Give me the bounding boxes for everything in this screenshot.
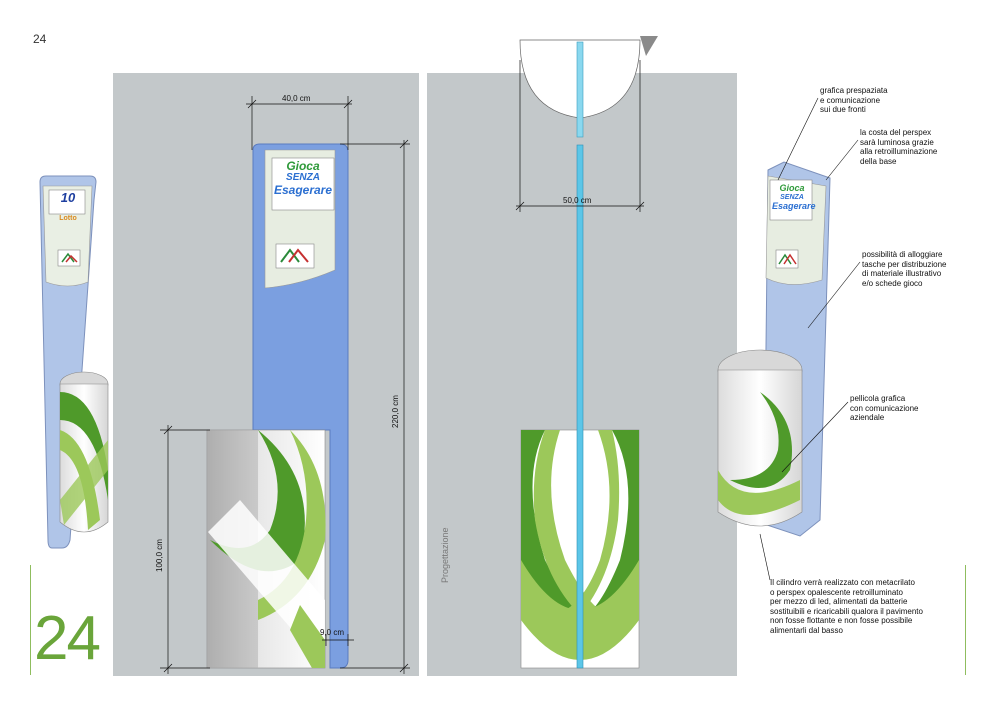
gioca-logo-right-line1: Gioca (779, 183, 805, 193)
gioca-senza-esagerare-logo-right: Gioca SENZA Esagerare (772, 183, 816, 211)
dim-width-top: 40,0 cm (282, 94, 311, 103)
annotation-costa: la costa del perspex sarà luminosa grazi… (860, 128, 937, 166)
annotation-costa-line: alla retroilluminazione (860, 147, 938, 156)
annotation-tasche-line: di materiale illustrativo (862, 269, 942, 278)
annotation-cilindro: Il cilindro verrà realizzato con metacri… (770, 578, 923, 635)
dim-thickness: 9,0 cm (320, 628, 345, 637)
lotto-logo-number: 10 (60, 190, 76, 205)
annotation-pellicola: pellicola grafica con comunicazione azie… (850, 394, 918, 423)
annotation-cilindro-line: sostituibili e ricaricabili qualora il p… (770, 606, 923, 616)
annotation-costa-line: sarà luminosa grazie (860, 137, 934, 147)
gioca-logo-right-line3: Esagerare (772, 201, 816, 211)
annotation-grafica-line: sui due fronti (820, 105, 866, 114)
annotation-pellicola-line: pellicola grafica (850, 394, 906, 403)
annotation-cilindro-line: o perspex opalescente retroilluminato (770, 587, 903, 597)
dim-diameter: 50,0 cm (563, 196, 592, 205)
dim-height-total: 220,0 cm (391, 395, 400, 428)
annotation-tasche-line: tasche per distribuzione (862, 259, 947, 269)
left-perspective-totem (39, 175, 109, 549)
annotation-tasche-line: e/o schede gioco (862, 278, 923, 288)
gioca-logo-right-line2: SENZA (780, 194, 804, 201)
lotto-logo-word: Lotto (59, 215, 77, 222)
annotation-grafica-line: grafica prespaziata (820, 86, 888, 95)
annotation-leader-lines (759, 97, 861, 581)
side-dimension-lines (515, 60, 645, 212)
front-dimension-lines (160, 96, 410, 674)
annotation-costa-line: la costa del perspex (860, 128, 932, 137)
right-perspective-totem (717, 161, 831, 537)
annotation-cilindro-line: non fosse flottante e non fosse possibil… (770, 616, 913, 625)
annotation-cilindro-line: per mezzo di led, alimentati da batterie (770, 597, 908, 606)
section-label-progettazione: Progettazione (440, 527, 450, 583)
annotation-cilindro-line: Il cilindro verrà realizzato con metacri… (770, 578, 915, 587)
margin-rule-left (30, 565, 31, 675)
gioca-logo-line1: Gioca (286, 159, 320, 173)
margin-rule-right (965, 565, 966, 675)
annotation-pellicola-line: con comunicazione (850, 403, 919, 413)
page-number-large: 24 (34, 604, 101, 673)
annotation-tasche-line: possibilità di alloggiare (862, 250, 943, 259)
front-view-totem (206, 143, 349, 669)
annotation-grafica-line: e comunicazione (820, 95, 881, 105)
lotto-logo: 10 Lotto (50, 189, 86, 222)
annotation-pellicola-line: aziendale (850, 413, 885, 422)
page-number-top: 24 (33, 32, 47, 46)
gioca-senza-esagerare-logo-front: Gioca SENZA Esagerare (273, 160, 333, 196)
annotation-tasche: possibilità di alloggiare tasche per dis… (862, 250, 947, 288)
annotation-cilindro-line: alimentarli dal basso (770, 625, 843, 635)
annotation-costa-line: della base (860, 156, 897, 166)
side-view-totem (519, 36, 658, 669)
gioca-logo-line3: Esagerare (273, 183, 333, 197)
annotation-grafica: grafica prespaziata e comunicazione sui … (820, 86, 888, 115)
dim-height-base: 100,0 cm (155, 539, 164, 572)
gioca-logo-line2: SENZA (286, 172, 320, 183)
